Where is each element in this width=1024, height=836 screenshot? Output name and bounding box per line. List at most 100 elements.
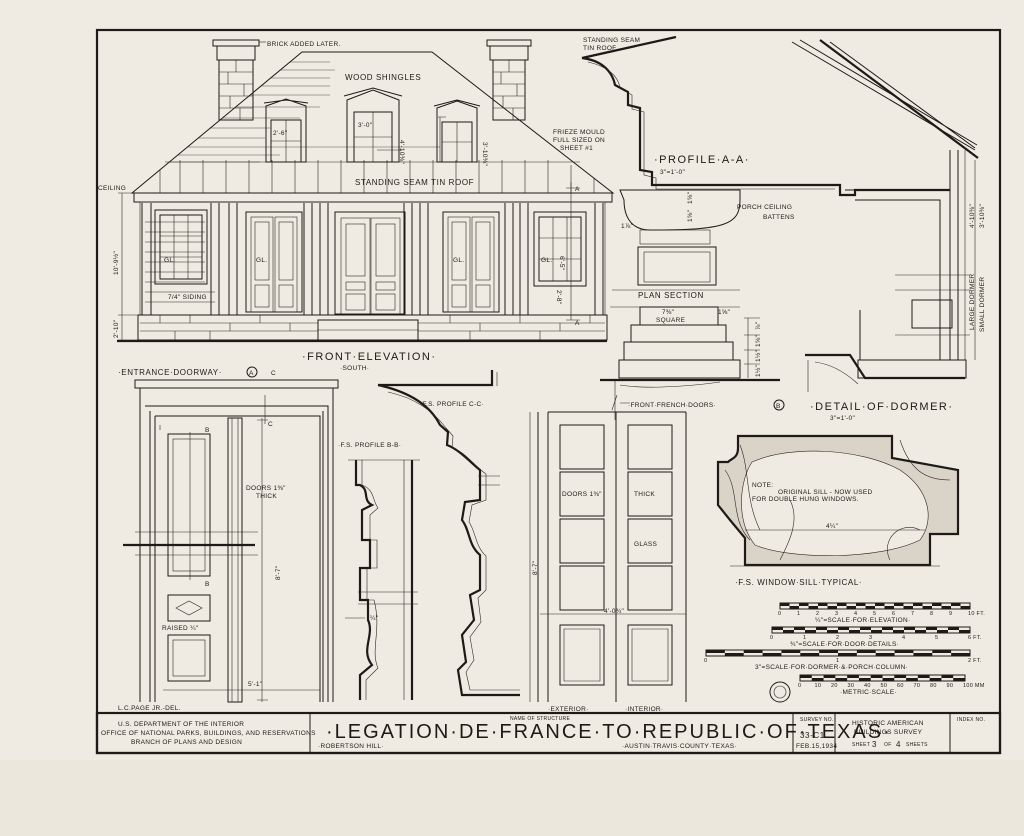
svg-text:1½": 1½" (754, 364, 762, 377)
svg-text:SHEETS: SHEETS (906, 742, 928, 748)
scale-tick-label: 4 (902, 635, 905, 641)
front-elevation: GL. GL. GL. GL. (98, 39, 615, 372)
scale-tick-label: 2 (836, 635, 839, 641)
scale-bar-segment (743, 650, 763, 653)
left-chimney (212, 39, 260, 121)
scale-bar-segment (856, 603, 866, 606)
window-sill-detail: NOTE: ORIGINAL SILL - NOW USED FOR DOUBL… (716, 434, 960, 587)
scale-bar-segment (762, 653, 782, 656)
scale-tick-label: 9 (949, 611, 952, 617)
svg-text:1⅝": 1⅝" (687, 209, 694, 222)
scale-tick-label: 0 (704, 658, 707, 664)
svg-text:4: 4 (896, 740, 901, 749)
profile-b-b: ·F.S. PROFILE B-B· ¼" (338, 442, 420, 700)
scale-bar-segment (816, 627, 827, 630)
scale-bar-segment (941, 606, 951, 609)
svg-text:BATTENS: BATTENS (763, 214, 795, 221)
svg-text:4'-10⅜": 4'-10⅜" (398, 140, 405, 164)
scale-caption: ·METRIC·SCALE· (840, 689, 897, 696)
svg-text:BRANCH OF PLANS AND DESIGN: BRANCH OF PLANS AND DESIGN (131, 739, 242, 746)
svg-text:GL.: GL. (164, 257, 175, 264)
dormer-small-right (433, 99, 481, 163)
svg-text:BUILDINGS SURVEY: BUILDINGS SURVEY (854, 729, 923, 736)
svg-text:3"=1'-0": 3"=1'-0" (660, 169, 685, 176)
scale-bar-segment (835, 678, 848, 681)
scale-bar-segment (823, 675, 836, 678)
svg-text:LARGE DORMER: LARGE DORMER (969, 274, 976, 330)
scale-caption: 3"=SCALE·FOR·DORMER·&·PORCH·COLUMN· (755, 664, 908, 671)
svg-text:·ENTRANCE·DOORWAY·: ·ENTRANCE·DOORWAY· (118, 368, 222, 377)
scale-tick-label: 1 (797, 611, 800, 617)
svg-text:3: 3 (872, 740, 877, 749)
scale-bar-segment (794, 627, 805, 630)
svg-text:6'-5": 6'-5" (558, 256, 565, 271)
scale-bar-segment (800, 653, 820, 656)
scale-tick-label: 20 (831, 683, 838, 689)
scale-bar-segment (800, 675, 812, 678)
profile-c-c: ·F.S. PROFILE C-C· (377, 370, 520, 697)
scale-bar-segment (819, 650, 838, 653)
scale-bar-segment (811, 678, 824, 681)
scale-tick-label: 6 (892, 611, 895, 617)
svg-text:33-C1: 33-C1 (800, 731, 825, 740)
svg-text:STANDING SEAM: STANDING SEAM (583, 37, 640, 44)
scale-tick-label: 10 FT. (968, 611, 985, 617)
svg-text:B: B (776, 403, 781, 410)
svg-text:1½": 1½" (754, 349, 762, 362)
scale-bar-segment (875, 603, 885, 606)
scale-bar-segment (827, 606, 837, 609)
scale-tick-label: 10 (815, 683, 822, 689)
svg-text:NOTE:: NOTE: (752, 482, 773, 489)
svg-text:3"=1'-0": 3"=1'-0" (830, 415, 855, 422)
scale-bar-segment (837, 603, 847, 606)
svg-text:PORCH CEILING: PORCH CEILING (737, 204, 792, 211)
svg-text:¼": ¼" (370, 615, 379, 622)
svg-text:SHEET #1: SHEET #1 (560, 145, 593, 152)
scale-tick-label: 50 (881, 683, 888, 689)
scale-bar-segment (893, 630, 904, 633)
svg-text:DOORS 1⅜": DOORS 1⅜" (246, 485, 286, 492)
svg-text:1⅝": 1⅝" (687, 191, 694, 204)
scale-bar-segment (917, 675, 930, 678)
dormer-detail: LARGE DORMER SMALL DORMER 4'-10⅜" 3'-10⅜… (791, 39, 986, 422)
french-door-right: GL. (442, 211, 500, 313)
svg-text:SMALL DORMER: SMALL DORMER (979, 277, 986, 332)
svg-text:THICK: THICK (634, 491, 655, 498)
scale-bar-segment (827, 630, 838, 633)
svg-text:·AUSTIN·TRAVIS·COUNTY·TEXAS·: ·AUSTIN·TRAVIS·COUNTY·TEXAS· (622, 743, 737, 750)
svg-text:CEILING: CEILING (98, 185, 126, 192)
svg-text:OFFICE OF NATIONAL PARKS, BUIL: OFFICE OF NATIONAL PARKS, BUILDINGS, AND… (101, 730, 316, 737)
svg-text:10'-9½": 10'-9½" (112, 251, 120, 275)
scale-tick-label: 7 (911, 611, 914, 617)
svg-text:B: B (205, 427, 210, 434)
scale-tick-label: 2 (816, 611, 819, 617)
scale-tick-label: 3 (869, 635, 872, 641)
scale-bar-segment (884, 606, 894, 609)
scale-bar-segment (783, 630, 794, 633)
svg-text:·ROBERTSON HILL·: ·ROBERTSON HILL· (318, 743, 384, 750)
scale-tick-label: 4 (854, 611, 857, 617)
svg-text:C: C (268, 421, 273, 428)
entrance-doorway: ·ENTRANCE·DOORWAY· A C B B C DOORS 1⅜" T… (118, 366, 339, 712)
svg-text:BRICK ADDED LATER.: BRICK ADDED LATER. (267, 41, 341, 48)
svg-text:·LEGATION·DE·FRANCE·TO·REPUBLI: ·LEGATION·DE·FRANCE·TO·REPUBLIC·OF·TEXAS… (326, 721, 892, 743)
right-chimney (486, 39, 532, 121)
scale-bar-segment (838, 627, 849, 630)
scale-bar-segment (858, 678, 871, 681)
scale-tick-label: 30 (848, 683, 855, 689)
scale-bar-segment (781, 650, 801, 653)
scale-bar-segment (913, 603, 923, 606)
svg-text:·FRONT·FRENCH·DOORS·: ·FRONT·FRENCH·DOORS· (628, 402, 716, 409)
svg-text:8'-7": 8'-7" (532, 560, 539, 575)
front-window-right: GL. (533, 211, 587, 287)
scale-tick-label: 0 (798, 683, 801, 689)
scale-bar-segment (818, 603, 828, 606)
scale-tick-label: 6 FT. (968, 635, 982, 641)
scale-bar-segment (926, 627, 937, 630)
svg-text:3'-0": 3'-0" (358, 122, 373, 129)
svg-text:PLAN SECTION: PLAN SECTION (638, 291, 704, 300)
svg-text:·SOUTH·: ·SOUTH· (340, 365, 369, 372)
